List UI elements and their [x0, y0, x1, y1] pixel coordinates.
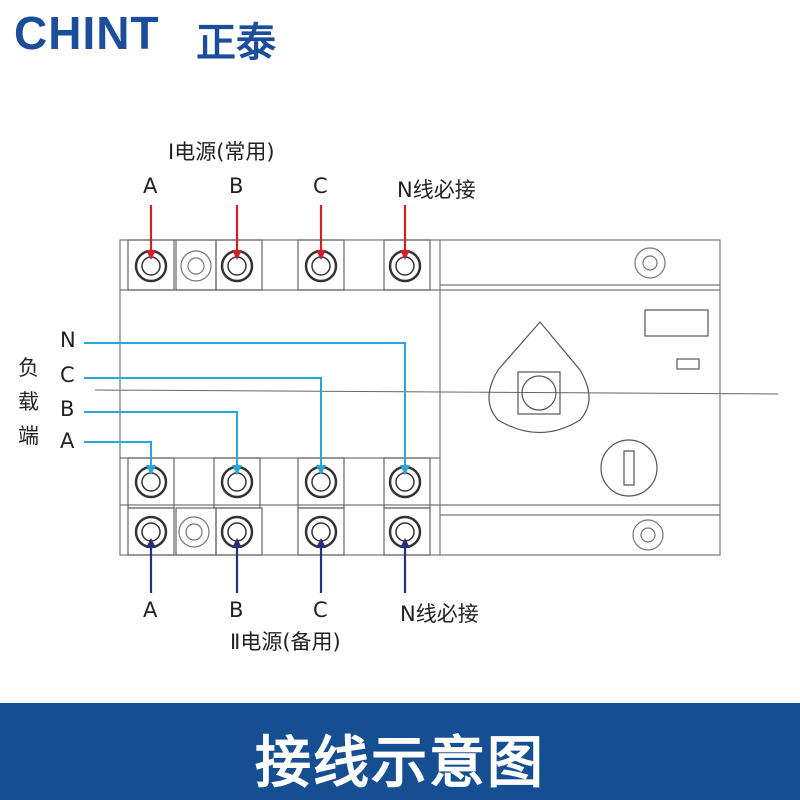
- top-phase-b-label: B: [229, 174, 244, 198]
- top-phase-a-label: A: [143, 174, 158, 198]
- source-1-arrows: [146, 205, 410, 260]
- footer-banner: [0, 703, 800, 800]
- source-1-label: Ⅰ电源(常用): [168, 140, 275, 164]
- load-line-n-label: N: [60, 328, 76, 352]
- control-panel: [488, 309, 709, 497]
- load-line-b-label: B: [60, 397, 75, 421]
- bottom-terminal-row: [127, 457, 431, 556]
- rotary-handle: [488, 321, 590, 434]
- top-terminal-row: [127, 239, 431, 291]
- load-lines: [84, 342, 410, 475]
- load-line-b: [84, 411, 242, 475]
- brand-logo-en: CHINT: [14, 7, 160, 59]
- source-2-arrows: [146, 538, 410, 593]
- lock-knob: [600, 439, 658, 497]
- brand-logo-cn: 正泰: [196, 20, 276, 66]
- load-side-char-3: 端: [18, 424, 39, 448]
- load-line-c-label: C: [60, 363, 75, 387]
- footer-title: 接线示意图: [255, 731, 545, 796]
- source-2-label: Ⅱ电源(备用): [230, 630, 341, 654]
- top-phase-c-label: C: [313, 174, 328, 198]
- bottom-phase-c-label: C: [313, 598, 328, 622]
- load-line-a: [84, 441, 156, 475]
- bottom-phase-a-label: A: [143, 598, 158, 622]
- bottom-phase-b-label: B: [229, 598, 244, 622]
- indicator-window: [644, 309, 709, 337]
- load-side-char-2: 载: [18, 390, 39, 414]
- handle-button: [517, 371, 561, 415]
- top-phase-n-label: N线必接: [397, 178, 476, 202]
- status-indicator: [676, 358, 700, 370]
- screw-terminals: [134, 247, 666, 551]
- load-line-n: [84, 342, 410, 475]
- load-line-c: [84, 377, 326, 475]
- center-reference-line: [94, 389, 779, 395]
- bottom-phase-n-label: N线必接: [400, 602, 479, 626]
- load-side-char-1: 负: [18, 356, 39, 380]
- load-line-a-label: A: [60, 429, 75, 453]
